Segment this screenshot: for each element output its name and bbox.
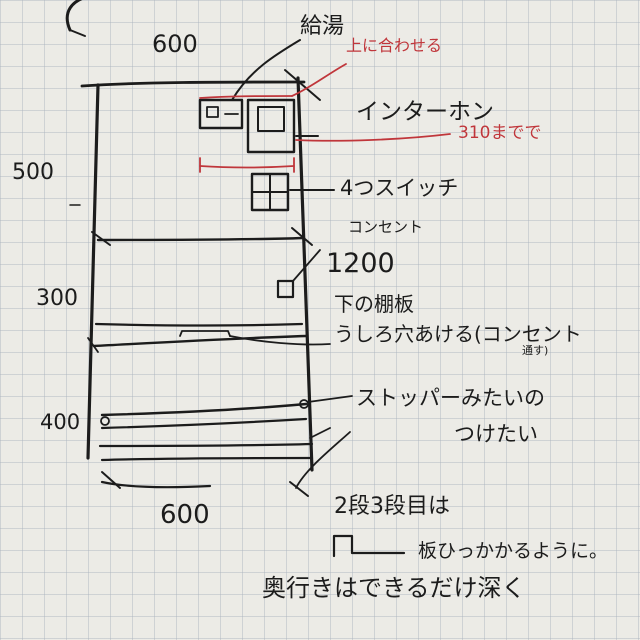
dim-height-300: 300 [36, 286, 78, 311]
dim-height-1200: 1200 [326, 248, 395, 279]
label-hole-back: うしろ穴あける(コンセント [334, 322, 582, 346]
dim-width-bottom: 600 [160, 500, 210, 530]
label-four-switch: 4つスイッチ [340, 176, 459, 200]
label-intercom: インターホン [356, 99, 494, 125]
label-stopper-2: つけたい [454, 422, 538, 446]
label-stopper-1: ストッパーみたいの [356, 386, 545, 410]
label-board-hook: 板ひっかかるように。 [418, 540, 609, 562]
label-hole-back-small: 通す) [522, 344, 549, 357]
dim-height-500: 500 [12, 160, 54, 185]
label-depth-note: 奥行きはできるだけ深く [262, 574, 526, 602]
label-align-top: 上に合わせる [346, 36, 443, 55]
dim-height-400: 400 [40, 410, 81, 434]
label-lower-shelf: 下の棚板 [334, 292, 414, 316]
label-kyuto: 給湯 [300, 14, 345, 39]
label-until-310: 310までで [458, 123, 542, 143]
label-outlet: コンセント [348, 218, 424, 236]
dim-width-top: 600 [152, 30, 198, 58]
label-shelf-2-3: 2段3段目は [334, 494, 450, 519]
